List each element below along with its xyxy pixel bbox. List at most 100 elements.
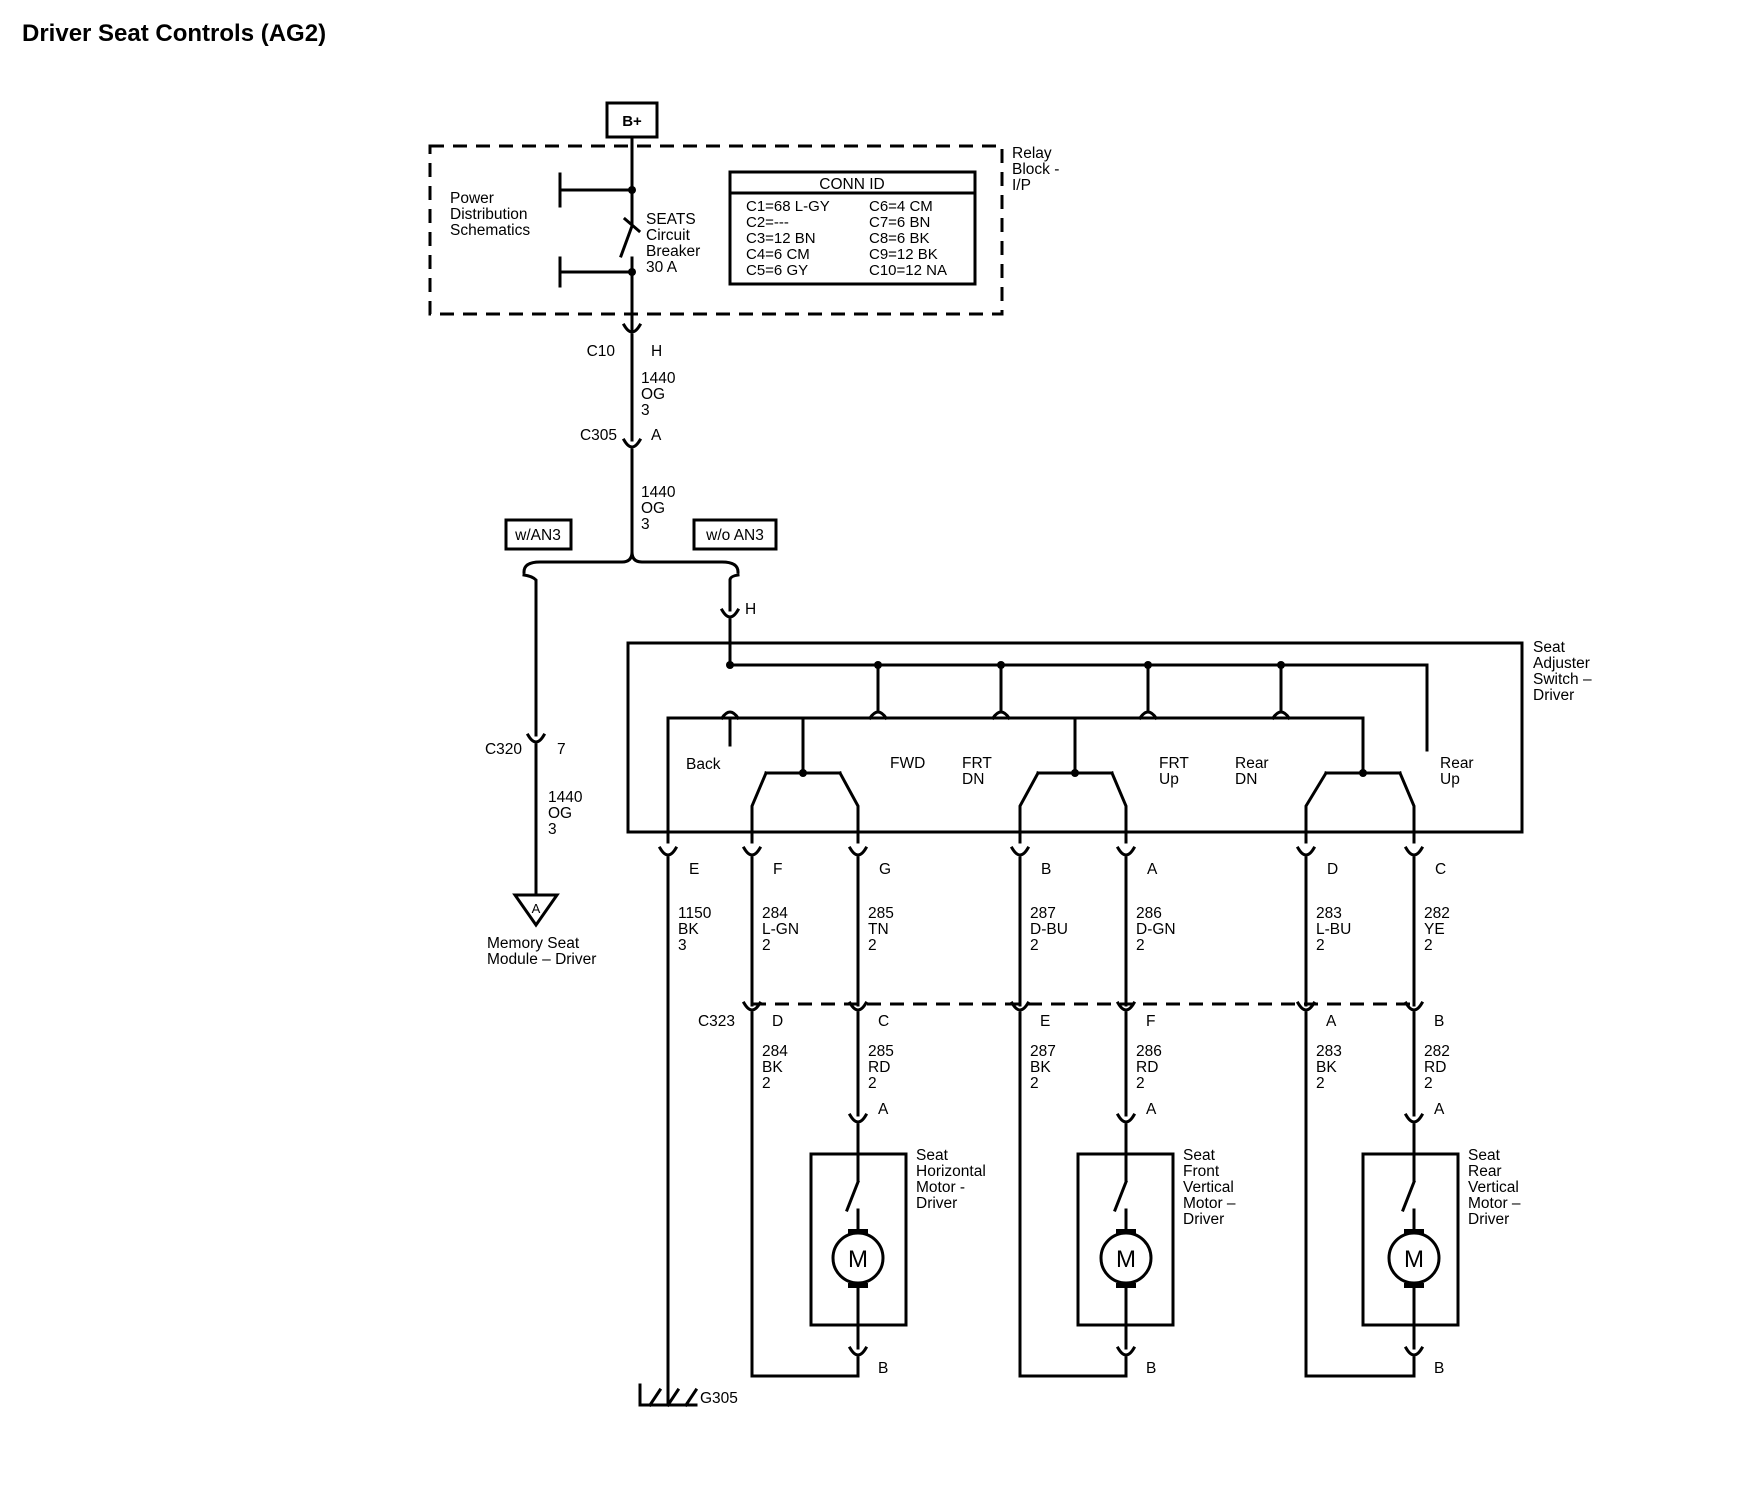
bus-crossover-4: [1137, 710, 1159, 721]
motor-1-return-wire: [750, 1011, 860, 1378]
connector-c10-cup: [621, 322, 643, 334]
c323-pin-cup-B: [1403, 1000, 1425, 1012]
motor-1-thermal-contact: [845, 1180, 860, 1212]
wire-1440-memory-line-1: 1440: [548, 789, 583, 806]
bus-node-1: [726, 661, 734, 669]
upper-wire-2-line-3: 2: [762, 937, 771, 954]
option-brace: [522, 551, 740, 574]
seat-switch-label-line-4: Driver: [1533, 687, 1574, 704]
memory-branch-wire: [522, 573, 538, 737]
upper-wire-1-line-3: 3: [678, 937, 687, 954]
motor-3-label-line-3: Vertical: [1468, 1179, 1519, 1196]
upper-wire-6-line-2: L-BU: [1316, 921, 1351, 938]
c323-pin-cup-E: [1009, 1000, 1031, 1012]
switch-pin-cup-A: [1115, 845, 1137, 857]
lower-wire-6-line-3: 2: [1424, 1075, 1433, 1092]
switch-position-back-line-1: Back: [686, 756, 721, 773]
motor-3-housing: [1361, 1152, 1460, 1327]
conn-id-right-line-4: C9=12 BK: [869, 246, 938, 263]
rocker-rear: [1304, 770, 1416, 844]
wire-1440-upper-line-1: 1440: [641, 370, 676, 387]
motor-1-label-line-4: Driver: [916, 1195, 957, 1212]
motor-2-pin-b-cup: [1115, 1345, 1137, 1357]
switch-pin-E: E: [689, 861, 699, 878]
switch-pin-cup-C: [1403, 845, 1425, 857]
wires-layer: [428, 101, 1524, 1408]
breaker-mark: [622, 216, 642, 234]
lower-wire-4-line-3: 2: [1136, 1075, 1145, 1092]
upper-wire-runs: [750, 856, 1416, 1007]
upper-wire-3-line-2: TN: [868, 921, 889, 938]
motor-2-pin-a: A: [1146, 1101, 1157, 1118]
motor-2-brush-top: [1116, 1229, 1136, 1234]
switch-position-frt-up-line-1: FRT: [1159, 755, 1189, 772]
power-ref-text-line-3: Schematics: [450, 222, 530, 239]
lower-wire-1-line-3: 2: [762, 1075, 771, 1092]
memory-module-triangle: [512, 893, 560, 928]
option-with-an3-box: [504, 518, 573, 551]
upper-wire-6-line-3: 2: [1316, 937, 1325, 954]
memory-module-ref: A: [532, 901, 541, 916]
lower-wire-3-line-2: BK: [1030, 1059, 1051, 1076]
c323-pin-F: F: [1146, 1013, 1155, 1030]
lower-wire-1-line-1: 284: [762, 1043, 788, 1060]
bus-crossover-2: [867, 710, 889, 721]
motor-3-symbol: M: [1404, 1246, 1424, 1273]
connector-c305-cup: [621, 437, 643, 449]
seat-switch-label-line-3: Switch –: [1533, 671, 1592, 688]
lower-wire-6-line-1: 282: [1424, 1043, 1450, 1060]
connector-c323-name: C323: [698, 1013, 735, 1030]
seat-switch-outline: [626, 641, 1524, 834]
power-ref-bracket-top: [558, 172, 634, 208]
option-without-an3-box: [692, 518, 778, 551]
relay-block-label-line-3: I/P: [1012, 177, 1031, 194]
seat-switch-label-line-2: Adjuster: [1533, 655, 1590, 672]
breaker-text-line-4: 30 A: [646, 259, 678, 276]
relay-block-label-line-1: Relay: [1012, 145, 1052, 162]
bus-droppers: [876, 663, 1429, 752]
motor-2-label-line-1: Seat: [1183, 1147, 1216, 1164]
switch-pin-cup-B: [1009, 845, 1031, 857]
motor-1-label-line-3: Motor -: [916, 1179, 965, 1196]
lower-wire-5-line-2: BK: [1316, 1059, 1337, 1076]
option-without-an3-label: w/o AN3: [705, 527, 764, 544]
option-with-an3-label: w/AN3: [514, 527, 561, 544]
conn-id-right-line-5: C10=12 NA: [869, 262, 947, 279]
c323-pin-cup-C: [847, 1000, 869, 1012]
motor-2-thermal-contact: [1113, 1180, 1128, 1212]
relay-block-outline: [428, 144, 1004, 316]
conn-id-right-line-3: C8=6 BK: [869, 230, 929, 247]
wire-1440-upper-line-3: 3: [641, 402, 650, 419]
switch-position-rear-dn-line-1: Rear: [1235, 755, 1269, 772]
c323-pin-D: D: [772, 1013, 783, 1030]
motor-2-brush-bottom: [1116, 1283, 1136, 1288]
motor-2-return-wire: [1018, 1011, 1128, 1378]
wire-1440-middle-line-3: 3: [641, 516, 650, 533]
c323-pin-cup-D: [741, 1000, 763, 1012]
ground-g305-label: G305: [700, 1390, 738, 1407]
motor-3-brush-bottom: [1404, 1283, 1424, 1288]
switch-pin-cup-F: [741, 845, 763, 857]
switch-position-fwd-line-1: FWD: [890, 755, 925, 772]
switch-pin-B: B: [1041, 861, 1051, 878]
lower-wire-6-line-2: RD: [1424, 1059, 1446, 1076]
rocker-horizontal: [750, 770, 860, 844]
upper-wire-2-line-2: L-GN: [762, 921, 799, 938]
upper-wire-4-line-3: 2: [1030, 937, 1039, 954]
breaker-contact: [619, 224, 634, 258]
motor-2-pin-a-cup: [1115, 1112, 1137, 1124]
motor-2-pin-b: B: [1146, 1360, 1156, 1377]
upper-wire-4-line-2: D-BU: [1030, 921, 1068, 938]
wire-1440-memory-line-2: OG: [548, 805, 572, 822]
bus-crossover-5: [1270, 710, 1292, 721]
motor-2-label-line-4: Motor –: [1183, 1195, 1236, 1212]
connector-c305-pin: A: [651, 427, 662, 444]
connector-c305-name: C305: [580, 427, 617, 444]
motor-3-label-line-5: Driver: [1468, 1211, 1509, 1228]
switch-feed-wire: [728, 573, 740, 612]
connector-c10-pin: H: [651, 343, 662, 360]
upper-wire-5-line-2: D-GN: [1136, 921, 1176, 938]
switch-position-frt-dn-line-2: DN: [962, 771, 984, 788]
